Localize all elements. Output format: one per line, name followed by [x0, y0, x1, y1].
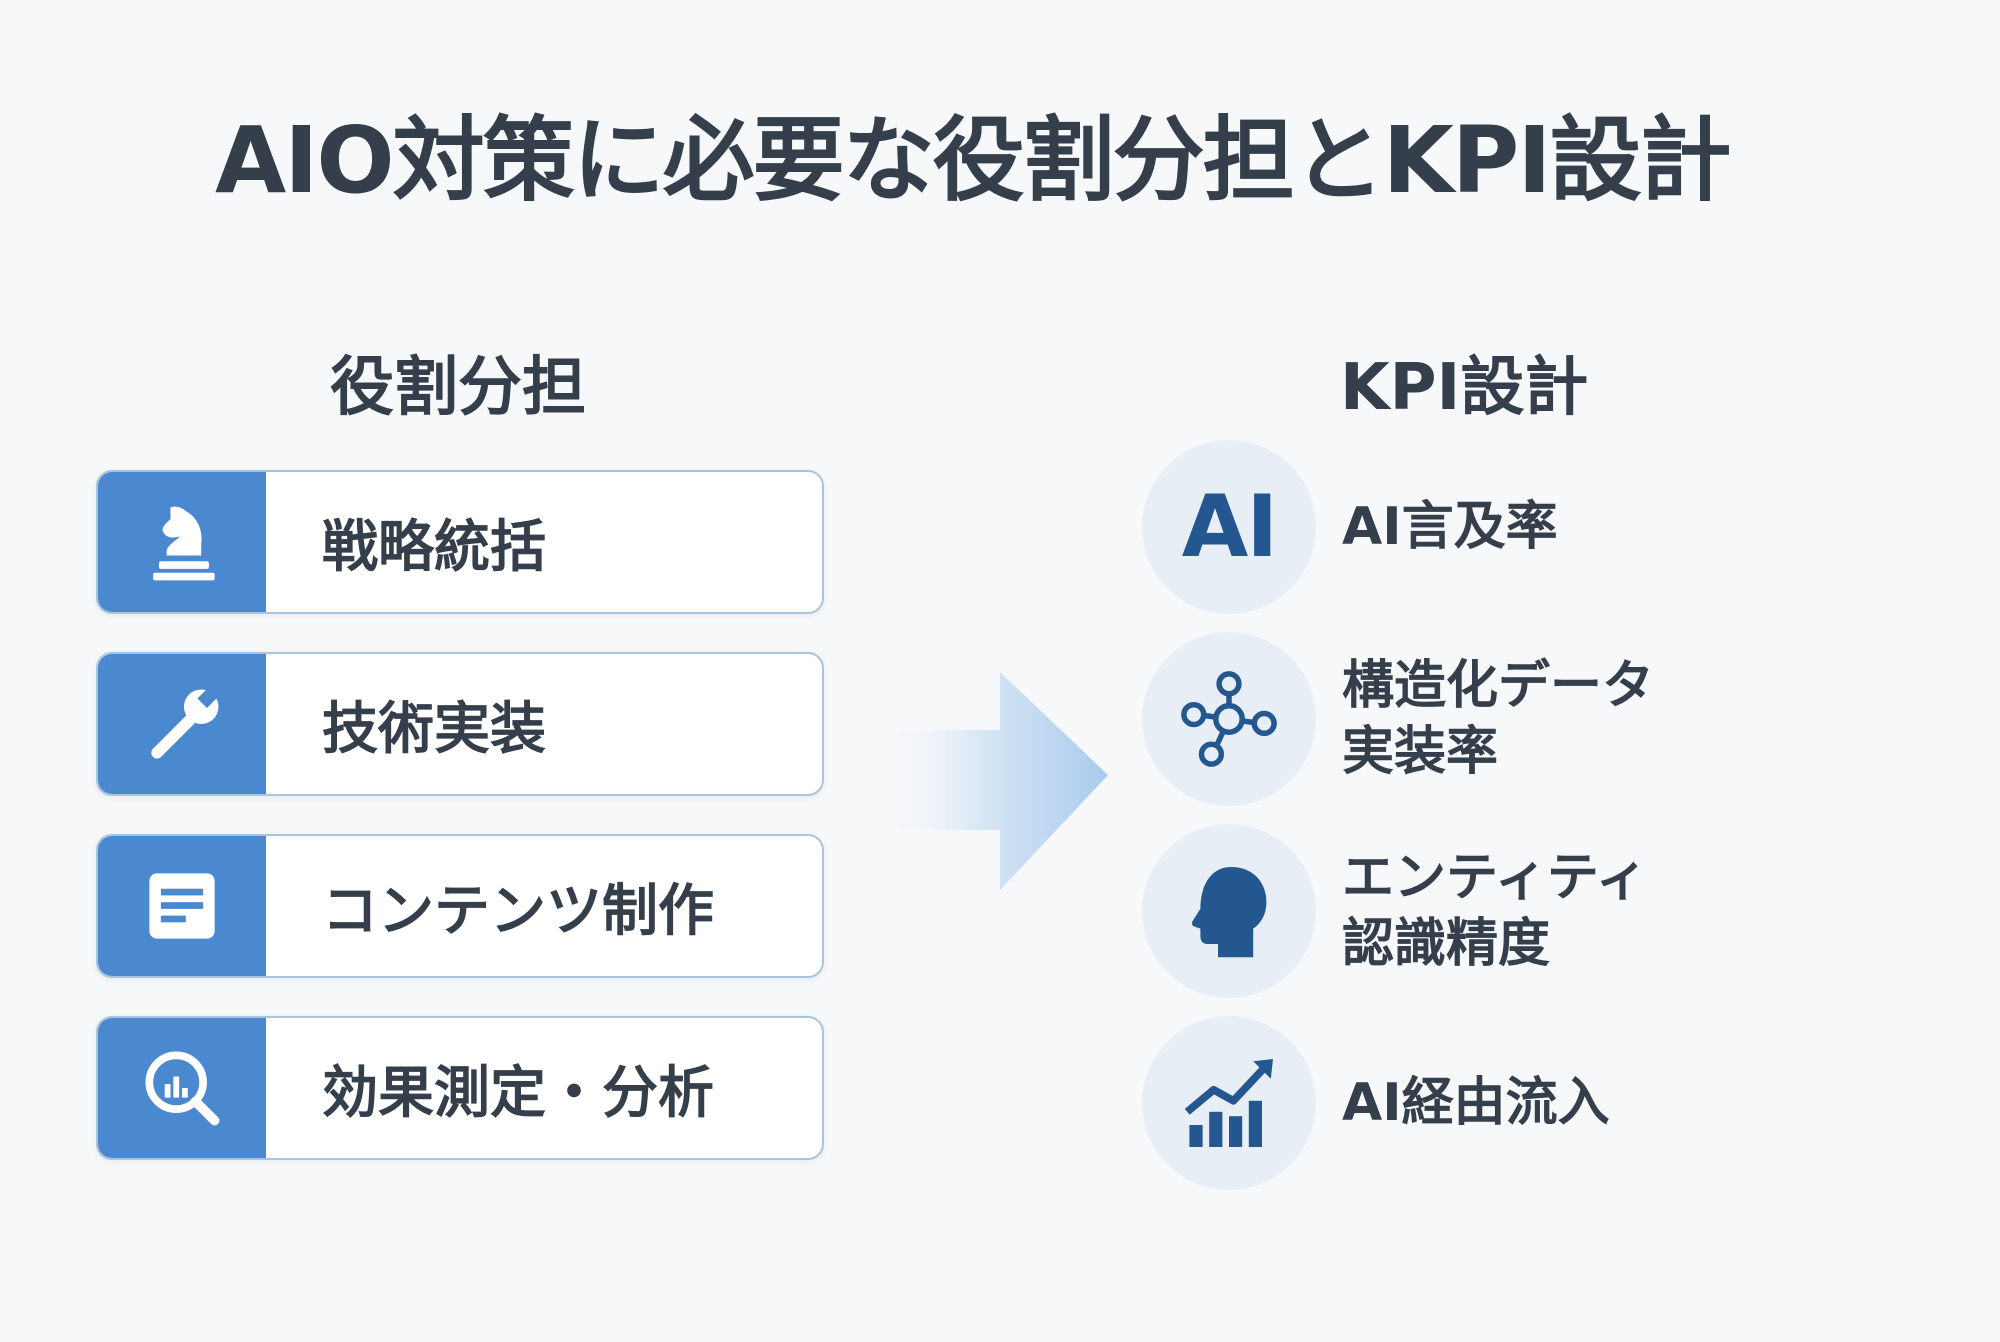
ai-text-icon: AI [1181, 477, 1279, 577]
kpi-label-line: エンティティ [1342, 848, 1648, 908]
page-title: AIO対策に必要な役割分担とKPI設計 [215, 107, 1732, 214]
kpi-icon-circle [1142, 824, 1316, 998]
role-icon-panel [98, 1018, 266, 1158]
kpi-label: エンティティ 認識精度 [1342, 824, 1648, 998]
role-icon-panel [98, 836, 266, 976]
kpi-item-structured-data: 構造化データ 実装率 [1142, 632, 1942, 806]
document-icon [149, 873, 215, 939]
kpi-list: AI AI言及率 構造化データ [1142, 440, 1942, 1190]
kpi-label-line: 実装率 [1342, 722, 1499, 782]
kpi-label-line: AI経由流入 [1342, 1073, 1610, 1133]
kpi-label-line: 認識精度 [1342, 914, 1551, 974]
kpi-item-ai-mention: AI AI言及率 [1142, 440, 1942, 614]
roles-heading: 役割分担 [330, 351, 586, 425]
kpi-icon-circle: AI [1142, 440, 1316, 614]
magnifier-chart-icon [145, 1051, 220, 1126]
role-icon-panel [98, 654, 266, 794]
role-label: 効果測定・分析 [322, 1060, 714, 1126]
role-list: 戦略統括 技術実装 コンテンツ制作 [96, 470, 824, 1160]
kpi-icon-circle [1142, 1016, 1316, 1190]
network-nodes-icon [1181, 671, 1277, 767]
kpi-heading: KPI設計 [1340, 351, 1589, 425]
chess-knight-icon [153, 506, 215, 581]
role-label: コンテンツ制作 [322, 878, 714, 944]
role-card-implementation: 技術実装 [96, 652, 824, 796]
kpi-label-line: AI言及率 [1342, 497, 1558, 557]
kpi-label-line: 構造化データ [1342, 656, 1655, 716]
growth-chart-icon [1184, 1059, 1273, 1147]
kpi-icon-circle [1142, 632, 1316, 806]
role-label: 戦略統括 [322, 514, 546, 580]
kpi-item-entity: エンティティ 認識精度 [1142, 824, 1942, 998]
kpi-label: AI経由流入 [1342, 1016, 1610, 1190]
wrench-icon [151, 684, 221, 759]
kpi-label: AI言及率 [1342, 440, 1558, 614]
role-icon-panel [98, 472, 266, 612]
role-card-content: コンテンツ制作 [96, 834, 824, 978]
kpi-label: 構造化データ 実装率 [1342, 632, 1654, 806]
kpi-item-ai-traffic: AI経由流入 [1142, 1016, 1942, 1190]
head-profile-icon [1191, 867, 1267, 958]
role-label: 技術実装 [322, 696, 546, 762]
role-card-analysis: 効果測定・分析 [96, 1016, 824, 1160]
role-card-strategy: 戦略統括 [96, 470, 824, 614]
flow-arrow [880, 672, 1108, 890]
